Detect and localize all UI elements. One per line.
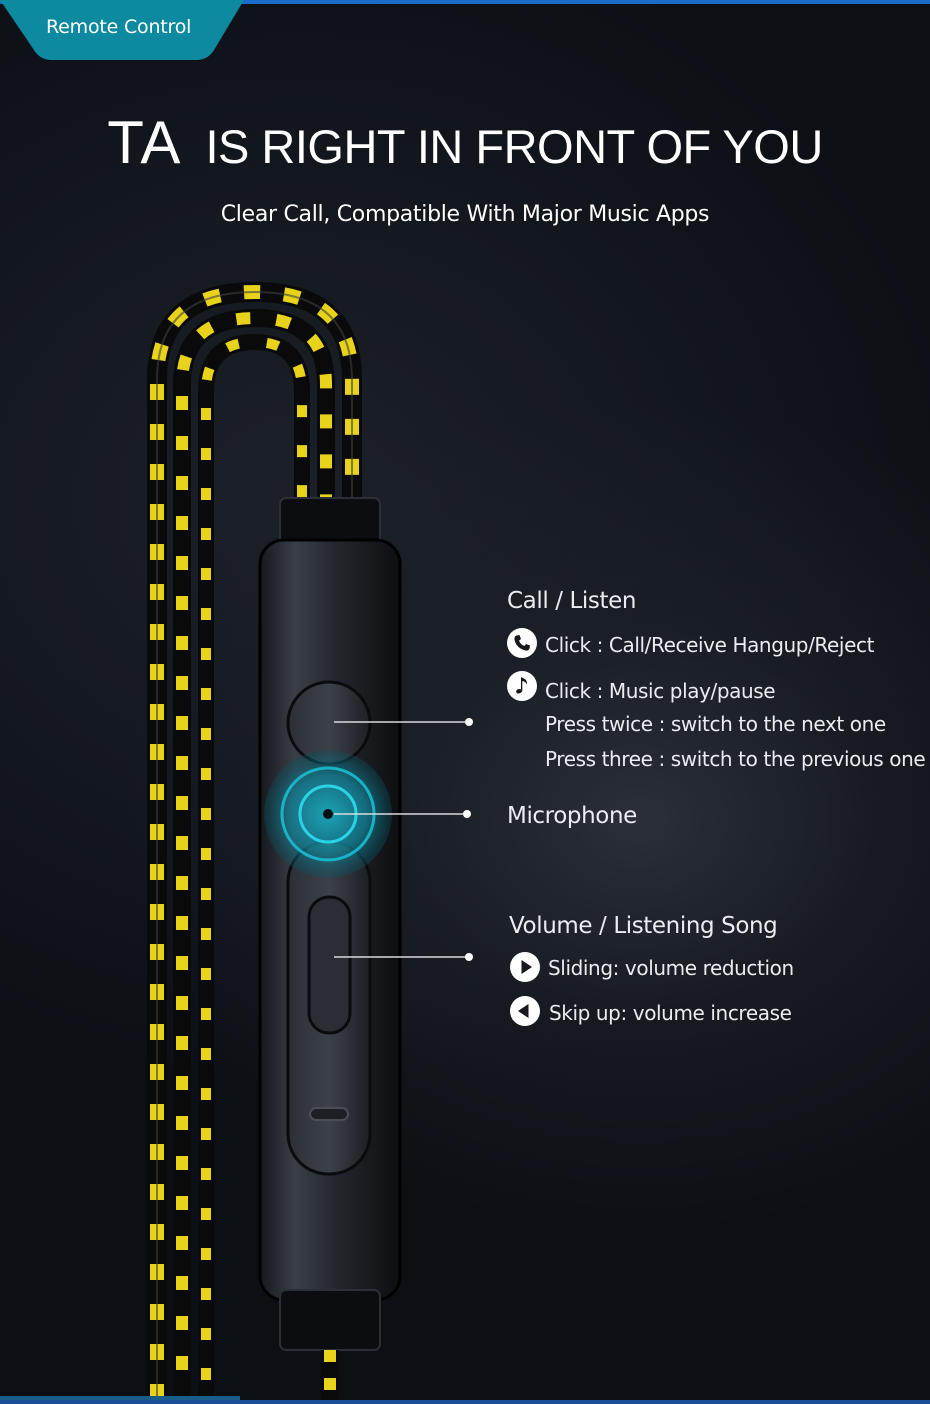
headline-brand: TA xyxy=(107,109,182,176)
subtitle: Clear Call, Compatible With Major Music … xyxy=(220,202,710,227)
headline-rest: IS RIGHT IN FRONT OF YOU xyxy=(205,120,823,173)
volume-item-1: Sliding: volume reduction xyxy=(548,956,794,980)
top-accent-line xyxy=(0,0,930,4)
remote-control-tab: Remote Control xyxy=(0,0,244,60)
cable-inner xyxy=(198,333,310,1404)
call-item-3: Press twice : switch to the next one xyxy=(545,712,886,736)
play-right-icon xyxy=(509,951,540,982)
bottom-accent-line xyxy=(0,1400,930,1404)
pointer-call xyxy=(334,718,473,726)
call-item-1: Click : Call/Receive Hangup/Reject xyxy=(545,633,875,657)
cable-outer xyxy=(147,281,362,1404)
headline: TA IS RIGHT IN FRONT OF YOU xyxy=(0,108,930,177)
tab-label: Remote Control xyxy=(46,16,192,38)
pointer-volume xyxy=(334,953,473,961)
call-item-2: Click : Music play/pause xyxy=(545,679,776,703)
play-left-icon xyxy=(509,995,540,1026)
music-note-icon xyxy=(506,670,537,701)
call-listen-title: Call / Listen xyxy=(507,588,637,614)
phone-icon xyxy=(506,627,537,658)
microphone-title: Microphone xyxy=(507,803,637,829)
volume-title: Volume / Listening Song xyxy=(509,913,778,939)
volume-slider xyxy=(307,895,352,1035)
call-item-4: Press three : switch to the previous one xyxy=(545,747,926,771)
remote-bottom-collar xyxy=(279,1289,381,1351)
cable-middle xyxy=(173,308,335,1404)
pointer-microphone xyxy=(334,810,471,818)
volume-slot xyxy=(309,1107,349,1121)
volume-item-2: Skip up: volume increase xyxy=(549,1001,792,1025)
